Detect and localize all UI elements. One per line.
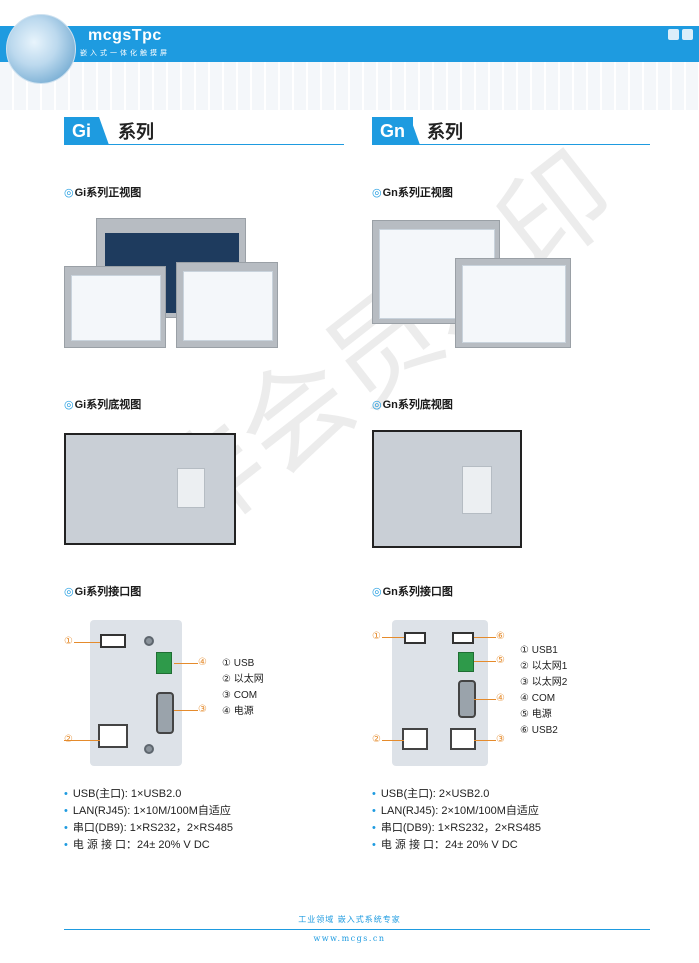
gi-spec-item: •电 源 接 口：24± 20% V DC	[64, 839, 210, 851]
gn-callout-6: ⑥	[496, 631, 505, 642]
footer-rule	[64, 929, 650, 930]
gi-left-panel-image	[64, 266, 166, 348]
gi-front-title: ◎Gi系列正视图	[64, 187, 142, 199]
brand-tagline: 嵌入式一体化触摸屏	[80, 50, 170, 57]
gn-bottom-view-image	[372, 430, 522, 548]
gi-spec-item: •串口(DB9): 1×RS232，2×RS485	[64, 822, 234, 834]
globe-logo-icon	[6, 14, 76, 84]
header-squares	[668, 29, 693, 40]
header-band	[0, 26, 699, 62]
gn-spec-item: •电 源 接 口：24± 20% V DC	[372, 839, 518, 851]
header-fade	[0, 62, 699, 110]
gn-spec-item: •串口(DB9): 1×RS232，2×RS485	[372, 822, 542, 834]
gn-ethernet2-port	[450, 728, 476, 750]
gn-callout-5: ⑤	[496, 655, 505, 666]
gi-section-title: Gi 系列	[64, 117, 344, 145]
gn-spec-list: •USB(主口): 2×USB2.0 •LAN(RJ45): 2×10M/100…	[372, 786, 541, 854]
gi-usb-port	[100, 634, 126, 648]
gn-usb1-port	[404, 632, 426, 644]
gi-bottom-title: ◎Gi系列底视图	[64, 399, 142, 411]
gn-front-title: ◎Gn系列正视图	[372, 187, 453, 199]
gi-callout-3: ③	[198, 704, 207, 715]
gn-callout-2: ②	[372, 734, 381, 745]
footer-slogan: 工业领域 嵌入式系统专家	[298, 915, 401, 924]
gn-spec-item: •LAN(RJ45): 2×10M/100M自适应	[372, 805, 539, 817]
gi-tag: Gi	[64, 117, 100, 145]
gn-callout-1: ①	[372, 631, 381, 642]
gi-ethernet-port	[98, 724, 128, 748]
gi-spec-item: •LAN(RJ45): 1×10M/100M自适应	[64, 805, 231, 817]
gi-callout-4: ④	[198, 657, 207, 668]
gi-series-name: 系列	[118, 122, 154, 142]
gn-ports-title: ◎Gn系列接口图	[372, 586, 453, 598]
gn-callout-3: ③	[496, 734, 505, 745]
gn-port-legend: ① USB1 ② 以太网1 ③ 以太网2 ④ COM ⑤ 电源 ⑥ USB2	[520, 645, 568, 736]
gn-callout-4: ④	[496, 693, 505, 704]
gi-port-legend: ① USB ② 以太网 ③ COM ④ 电源	[222, 658, 264, 717]
gn-power-terminal	[458, 652, 474, 672]
gn-usb2-port	[452, 632, 474, 644]
gi-right-panel-image	[176, 262, 278, 348]
brand-name: mcgsTpc	[88, 27, 162, 44]
gn-ethernet1-port	[402, 728, 428, 750]
gn-port-panel	[392, 620, 488, 766]
gi-port-panel	[90, 620, 182, 766]
gn-section-title: Gn 系列	[372, 117, 650, 145]
gn-series-name: 系列	[427, 122, 463, 142]
gi-power-terminal	[156, 652, 172, 674]
gn-front-panel-image	[455, 258, 571, 348]
gi-callout-2: ②	[64, 734, 73, 745]
gi-callout-1: ①	[64, 636, 73, 647]
gi-spec-list: •USB(主口): 1×USB2.0 •LAN(RJ45): 1×10M/100…	[64, 786, 233, 854]
gn-tag: Gn	[372, 117, 413, 145]
gn-spec-item: •USB(主口): 2×USB2.0	[372, 788, 490, 800]
gi-ports-title: ◎Gi系列接口图	[64, 586, 142, 598]
gi-com-port	[156, 692, 174, 734]
gn-bottom-title: ◎Gn系列底视图	[372, 399, 453, 411]
gi-bottom-view-image	[64, 433, 236, 545]
gi-spec-item: •USB(主口): 1×USB2.0	[64, 788, 182, 800]
footer-url: www.mcgs.cn	[313, 934, 386, 943]
